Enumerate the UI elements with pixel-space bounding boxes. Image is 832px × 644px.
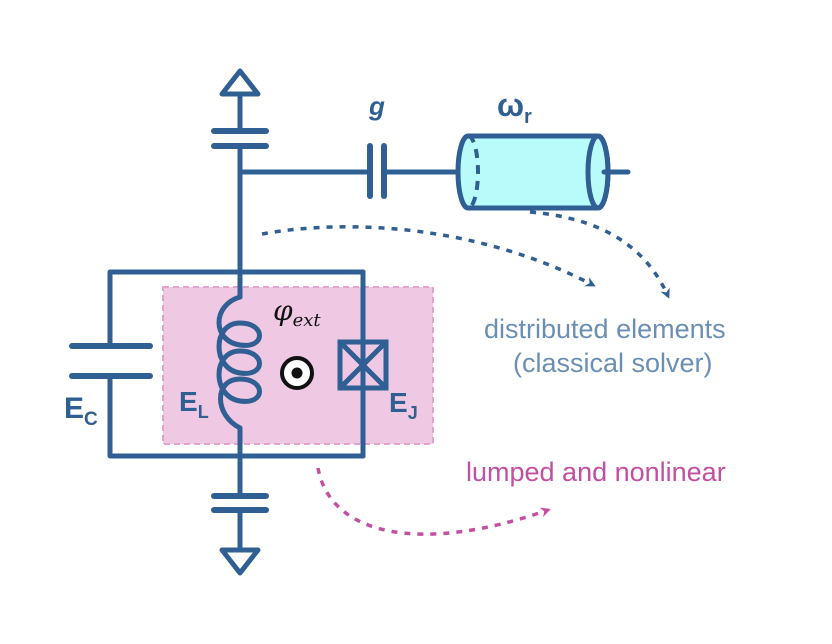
distributed-annotation-line1: distributed elements — [484, 314, 726, 344]
top-capacitor-icon — [211, 128, 269, 149]
capacitor-energy-label: EC — [64, 392, 98, 430]
distributed-arrow-2 — [529, 210, 670, 299]
distributed-arrow-1 — [261, 225, 596, 287]
external-flux-label: φext — [273, 294, 321, 331]
inductor-coil-icon — [216, 294, 262, 431]
inductor-energy-label: EL — [179, 386, 209, 422]
coupling-capacitor-icon — [367, 143, 387, 199]
lumped-annotation: lumped and nonlinear — [466, 457, 726, 487]
lumped-arrow — [316, 467, 551, 536]
shunt-capacitor-icon — [69, 343, 153, 379]
top-ground-arrow-icon — [219, 68, 261, 133]
bottom-ground-arrow-icon — [219, 508, 261, 576]
josephson-junction-icon — [337, 269, 389, 459]
junction-energy-label: EJ — [389, 387, 418, 423]
transmission-line-icon — [455, 133, 631, 211]
resonator-label: ωr — [497, 87, 532, 128]
distributed-annotation-line2: (classical solver) — [513, 348, 713, 378]
coupling-label: g — [368, 91, 385, 121]
flux-dot-icon — [280, 356, 314, 390]
bottom-capacitor-icon — [211, 493, 269, 513]
